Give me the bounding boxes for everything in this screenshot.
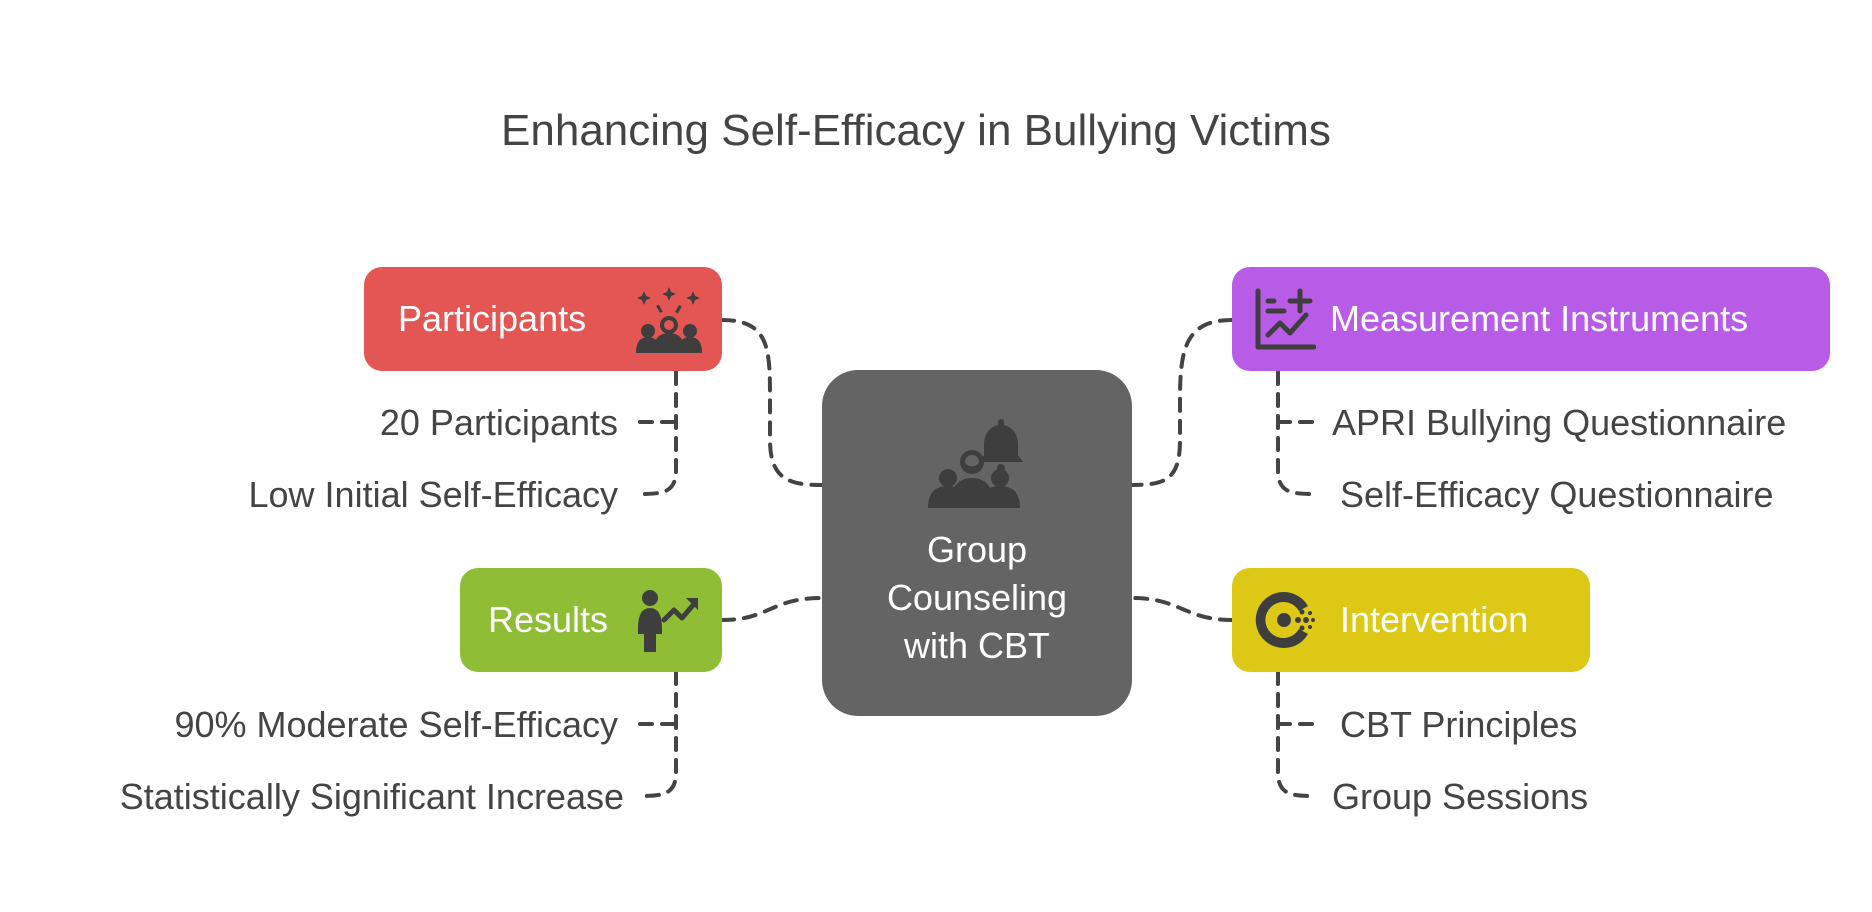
- connector-measurement: [1130, 318, 1234, 487]
- center-label: Group Counseling with CBT: [822, 526, 1132, 670]
- measurement-box: Measurement Instruments: [1232, 267, 1830, 371]
- participants-item-1: 20 Participants: [379, 402, 618, 443]
- center-label-line-1: Group: [926, 529, 1028, 570]
- center-label-line-2: Counseling: [886, 577, 1068, 618]
- bracket-results: [638, 670, 678, 798]
- intervention-item-1: CBT Principles: [1340, 704, 1578, 745]
- people-sparkle-icon: [636, 287, 702, 353]
- diagram-title: Enhancing Self-Efficacy in Bullying Vict…: [501, 106, 1331, 155]
- results-item-2: Statistically Significant Increase: [119, 776, 624, 817]
- measurement-item-2: Self-Efficacy Questionnaire: [1340, 474, 1774, 515]
- intervention-item-2: Group Sessions: [1332, 776, 1589, 817]
- connector-results: [720, 596, 824, 622]
- results-label: Results: [488, 599, 609, 640]
- intervention-label: Intervention: [1340, 599, 1529, 640]
- bracket-participants: [638, 370, 678, 496]
- center-node: Group Counseling with CBT: [822, 370, 1132, 716]
- connector-intervention: [1130, 596, 1234, 622]
- group-bell-icon: [928, 419, 1023, 508]
- bracket-measurement: [1276, 370, 1316, 496]
- center-label-line-3: with CBT: [903, 625, 1051, 666]
- connector-participants: [720, 318, 824, 487]
- participants-box: Participants: [364, 267, 722, 371]
- chart-plus-icon: [1255, 288, 1316, 350]
- results-item-1: 90% Moderate Self-Efficacy: [174, 704, 618, 745]
- participants-label: Participants: [398, 298, 587, 339]
- participants-item-2: Low Initial Self-Efficacy: [248, 474, 619, 515]
- intervention-box: Intervention: [1232, 568, 1590, 672]
- person-growth-icon: [638, 590, 698, 652]
- results-box: Results: [460, 568, 722, 672]
- measurement-label: Measurement Instruments: [1330, 298, 1749, 339]
- target-focus-icon: [1255, 591, 1315, 648]
- bracket-intervention: [1276, 670, 1316, 798]
- measurement-item-1: APRI Bullying Questionnaire: [1332, 402, 1787, 443]
